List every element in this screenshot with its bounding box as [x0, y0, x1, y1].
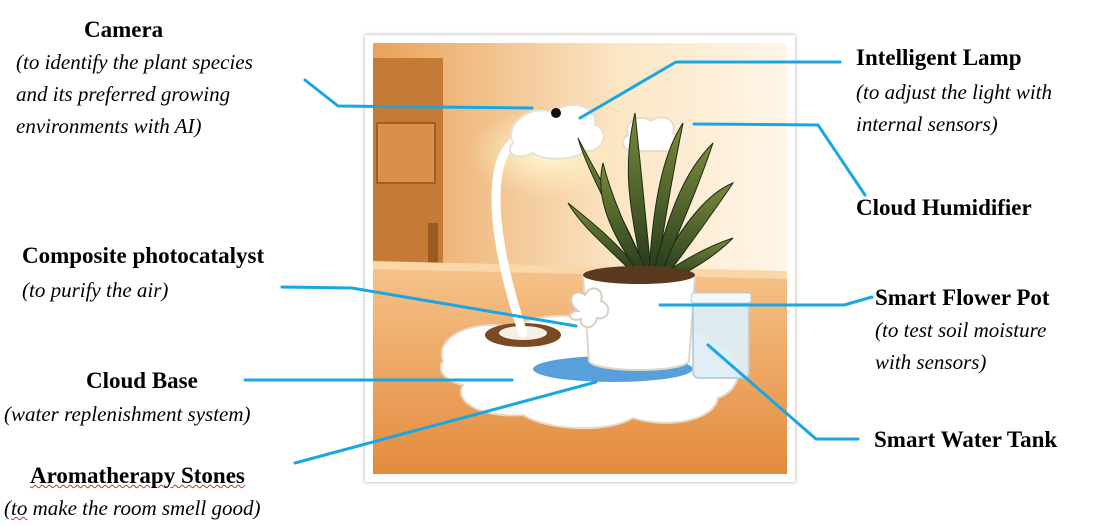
photocatalyst-desc: (to purify the air)	[22, 278, 169, 302]
product-photo	[373, 43, 787, 474]
camera-desc-1: (to identify the plant species	[16, 50, 253, 74]
flower-pot	[581, 274, 697, 371]
stones-title: Aromatherapy Stones	[30, 463, 245, 488]
camera-lens	[551, 108, 561, 118]
photocatalyst-flower	[569, 287, 610, 329]
water-tank-title: Smart Water Tank	[874, 427, 1058, 452]
stones-desc-prefix: to	[11, 496, 28, 520]
pot-rim	[583, 266, 695, 284]
stones-desc-rest: make the room smell good)	[27, 496, 261, 520]
photocatalyst-title: Composite photocatalyst	[22, 243, 265, 268]
lamp-desc-2: internal sensors)	[856, 112, 998, 136]
humidifier-title: Cloud Humidifier	[856, 195, 1032, 220]
camera-desc-3: environments with AI)	[16, 114, 202, 138]
base-desc: (water replenishment system)	[4, 402, 251, 426]
stones-desc-open: (	[4, 496, 11, 520]
flower-pot-desc-2: with sensors)	[875, 350, 987, 374]
lamp-desc-1: (to adjust the light with	[856, 80, 1053, 104]
water-tank	[692, 297, 750, 379]
camera-desc-2: and its preferred growing	[16, 82, 231, 106]
stones-desc: (to make the room smell good)	[4, 492, 260, 524]
camera-title: Camera	[84, 17, 164, 42]
lamp-title: Intelligent Lamp	[856, 45, 1022, 70]
flower-pot-desc-1: (to test soil moisture	[875, 318, 1047, 342]
flower-pot-title: Smart Flower Pot	[875, 285, 1050, 310]
plant-leaves	[567, 112, 735, 282]
water-tank-lid	[690, 292, 752, 304]
cabinet-drawer	[376, 122, 436, 184]
base-title: Cloud Base	[86, 368, 198, 393]
product-photo-frame	[365, 35, 795, 482]
